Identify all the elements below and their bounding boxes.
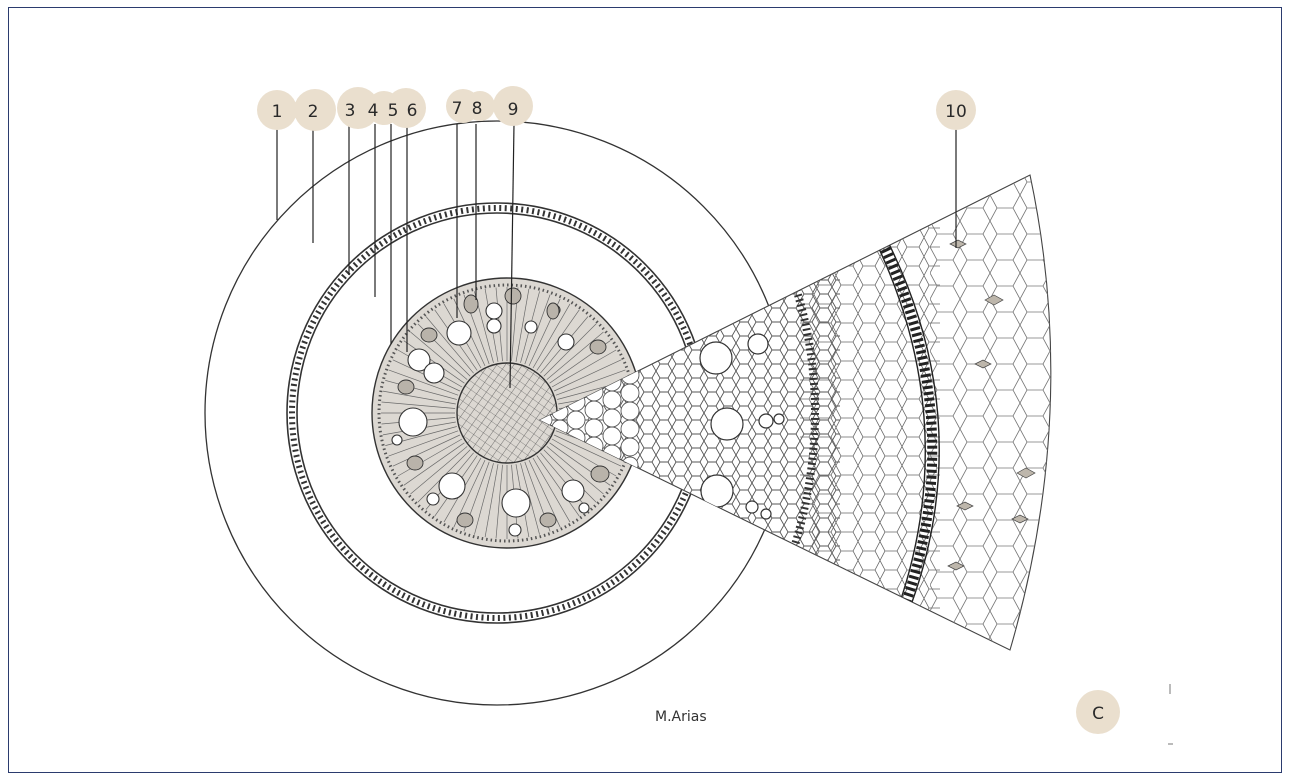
label-4: 4 [368, 101, 379, 121]
label-7: 7 [452, 99, 463, 119]
label-1: 1 [272, 102, 283, 122]
panel-letter: C [1092, 704, 1104, 724]
label-2: 2 [308, 102, 319, 122]
label-6: 6 [407, 101, 418, 121]
magnified-wedge [520, 160, 1110, 680]
label-10: 10 [945, 102, 967, 122]
label-3: 3 [345, 101, 356, 121]
label-8: 8 [472, 99, 483, 119]
artist-signature: M.Arias [655, 709, 707, 725]
stray-marks [1168, 684, 1173, 744]
label-9: 9 [508, 100, 519, 120]
label-5: 5 [388, 101, 399, 121]
